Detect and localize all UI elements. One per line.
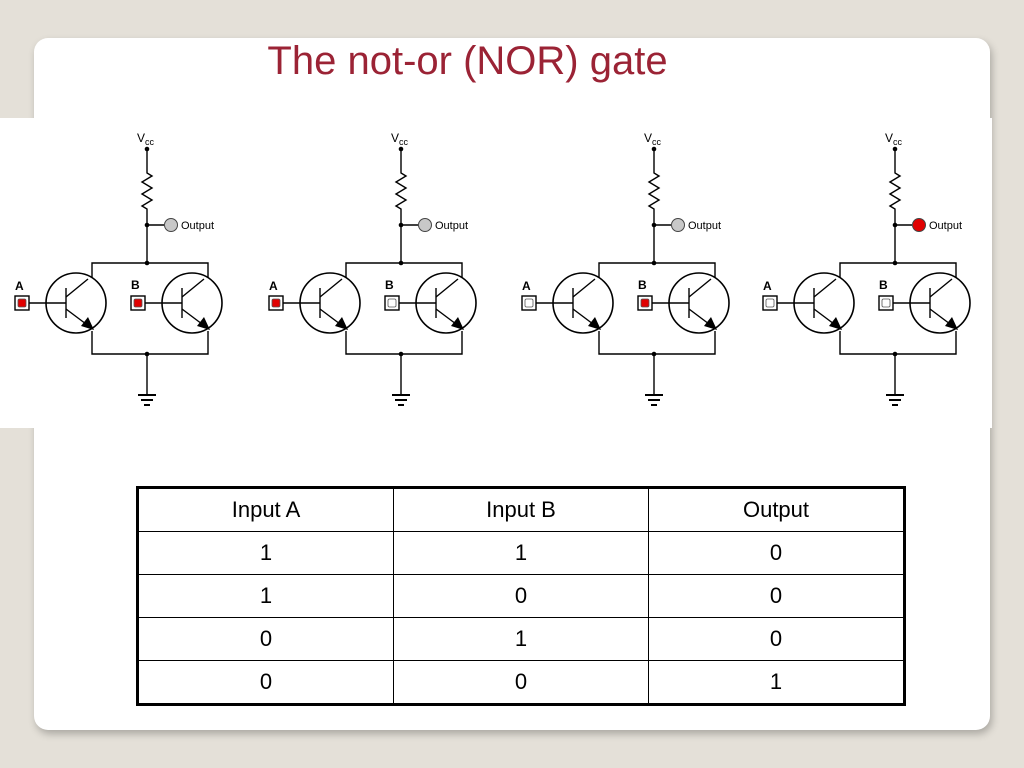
vcc-label: Vcc xyxy=(644,131,662,147)
input-a-label: A xyxy=(522,279,531,293)
input-a-switch xyxy=(14,295,30,311)
input-a-label: A xyxy=(763,279,772,293)
input-a-switch xyxy=(521,295,537,311)
output-label: Output xyxy=(929,220,962,232)
slide-title: The not-or (NOR) gate xyxy=(267,39,668,83)
cell-output: 0 xyxy=(648,531,905,575)
transistor-a xyxy=(552,272,614,334)
truth-table: Input A Input B Output 1 1 0 1 0 0 0 1 0… xyxy=(136,486,906,706)
input-b-switch xyxy=(878,295,894,311)
output-label: Output xyxy=(181,220,214,232)
cell-input-a: 0 xyxy=(137,617,394,661)
input-b-switch xyxy=(384,295,400,311)
output-lamp xyxy=(164,218,178,232)
input-a-switch xyxy=(762,295,778,311)
cell-input-b: 0 xyxy=(393,660,649,705)
output-lamp xyxy=(671,218,685,232)
output-lamp xyxy=(912,218,926,232)
table-row: 1 1 0 xyxy=(137,531,905,575)
output-label: Output xyxy=(688,220,721,232)
output-label: Output xyxy=(435,220,468,232)
transistor-b xyxy=(161,272,223,334)
transistor-a xyxy=(299,272,361,334)
vcc-label: Vcc xyxy=(391,131,409,147)
input-b-label: B xyxy=(879,278,888,292)
input-b-label: B xyxy=(131,278,140,292)
transistor-b xyxy=(909,272,971,334)
input-b-switch xyxy=(637,295,653,311)
table-row: 0 0 1 xyxy=(137,660,905,705)
cell-input-b: 0 xyxy=(393,574,649,618)
table-row: 0 1 0 xyxy=(137,617,905,661)
input-b-label: B xyxy=(385,278,394,292)
header-input-b: Input B xyxy=(393,487,649,532)
cell-output: 0 xyxy=(648,617,905,661)
transistor-a xyxy=(45,272,107,334)
cell-output: 1 xyxy=(648,660,905,705)
cell-input-b: 1 xyxy=(393,617,649,661)
cell-input-a: 1 xyxy=(137,574,394,618)
input-b-label: B xyxy=(638,278,647,292)
transistor-a xyxy=(793,272,855,334)
cell-input-a: 1 xyxy=(137,531,394,575)
transistor-b xyxy=(415,272,477,334)
header-output: Output xyxy=(648,487,905,532)
output-lamp xyxy=(418,218,432,232)
vcc-label: Vcc xyxy=(885,131,903,147)
input-b-switch xyxy=(130,295,146,311)
transistor-b xyxy=(668,272,730,334)
header-input-a: Input A xyxy=(137,487,394,532)
input-a-label: A xyxy=(15,279,24,293)
table-row: 1 0 0 xyxy=(137,574,905,618)
cell-output: 0 xyxy=(648,574,905,618)
vcc-label: Vcc xyxy=(137,131,155,147)
input-a-switch xyxy=(268,295,284,311)
input-a-label: A xyxy=(269,279,278,293)
cell-input-a: 0 xyxy=(137,660,394,705)
truth-table-header-row: Input A Input B Output xyxy=(137,487,905,532)
cell-input-b: 1 xyxy=(393,531,649,575)
